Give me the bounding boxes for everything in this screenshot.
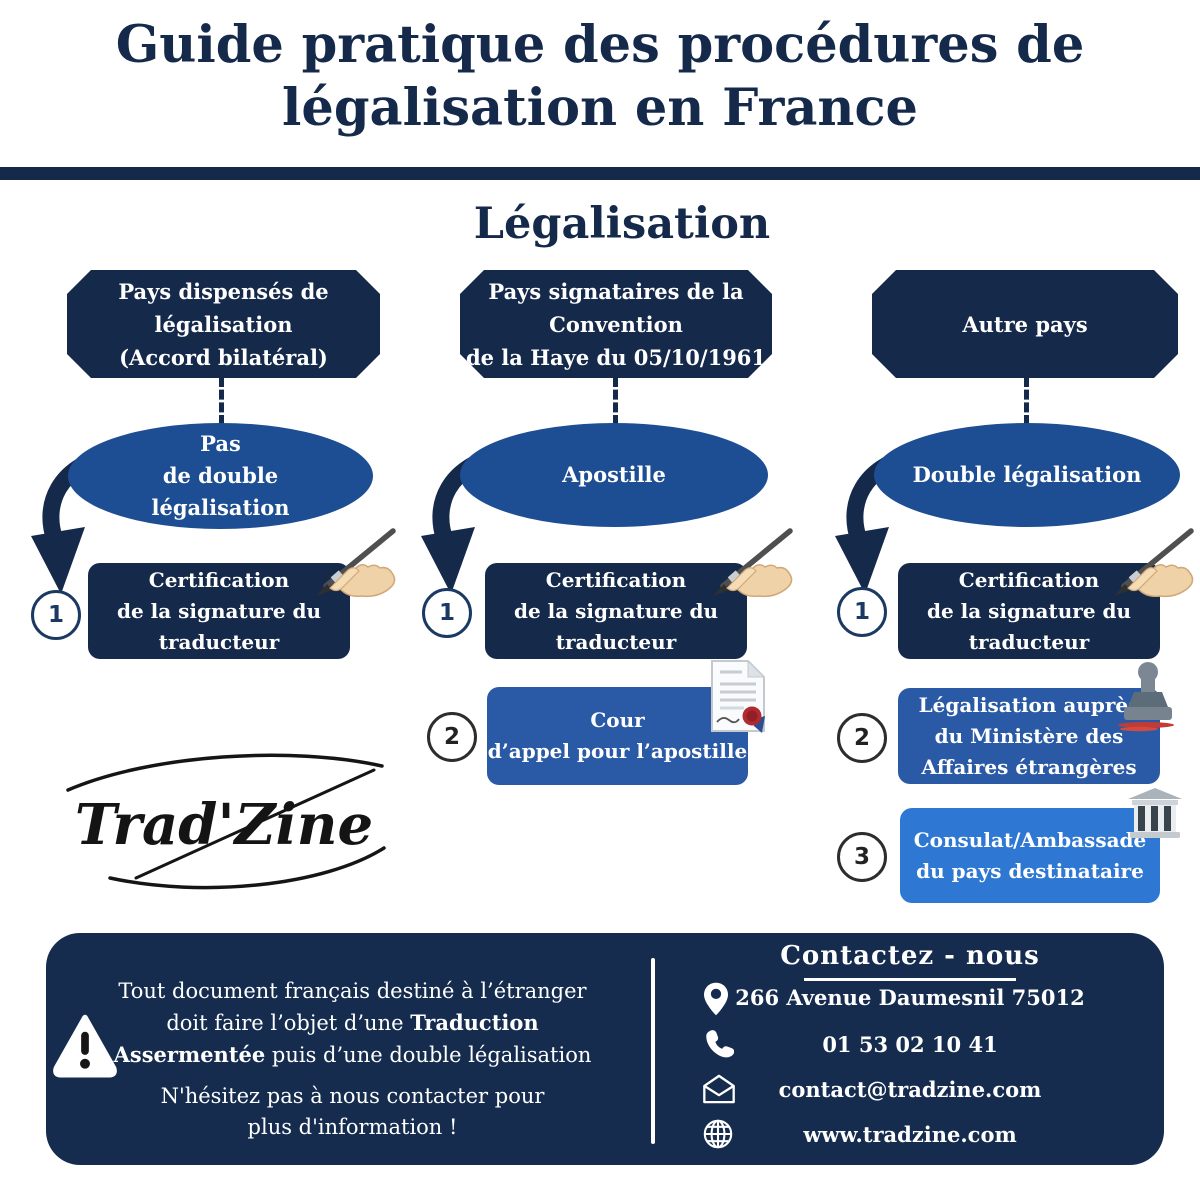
contact-row: www.tradzine.com	[660, 1118, 1160, 1152]
step-number: 1	[438, 600, 455, 626]
dashed-connector	[1024, 377, 1029, 425]
step-line: traducteur	[158, 629, 280, 654]
step-line: d’appel pour l’apostille	[487, 739, 748, 763]
flow-ellipse-pas-double-legalisation: Pas de double légalisation	[68, 423, 373, 529]
dashed-connector	[613, 377, 618, 425]
step-line: du pays destinataire	[916, 858, 1144, 883]
notice-line: Tout document français destiné à l’étran…	[118, 979, 587, 1003]
notice-line: plus d'information !	[247, 1115, 458, 1139]
contact-text-email: contact@tradzine.com	[778, 1077, 1042, 1102]
ellipse-line: de double	[162, 463, 279, 488]
step-number: 2	[853, 725, 870, 751]
step-number-badge: 2	[427, 712, 477, 762]
warning-triangle-icon	[53, 1014, 117, 1078]
step-line: Légalisation auprès	[918, 692, 1140, 717]
top-box-line: Pays dispensés de	[118, 278, 329, 304]
step-line: Certification	[545, 567, 687, 592]
writing-hand-icon	[1114, 528, 1194, 598]
top-box-line: légalisation	[154, 311, 293, 337]
contact-text-website: www.tradzine.com	[803, 1122, 1017, 1147]
top-box-line: Convention	[549, 311, 683, 337]
step-line: Consulat/Ambassade	[913, 827, 1147, 852]
brand-signature: Trad'Zine	[66, 753, 386, 890]
top-box-pays-signataires: Pays signataires de la Convention de la …	[460, 270, 772, 378]
step-number: 2	[443, 724, 460, 750]
step-line: du Ministère des	[934, 723, 1124, 748]
location-pin-icon	[704, 982, 728, 1016]
step-line: traducteur	[555, 629, 677, 654]
top-box-line: (Accord bilatéral)	[119, 344, 328, 370]
step-number: 1	[47, 602, 64, 628]
top-box-autre-pays: Autre pays	[872, 270, 1178, 378]
contact-text-phone: 01 53 02 10 41	[822, 1032, 998, 1057]
building-icon	[1128, 788, 1182, 838]
step-line: de la signature du	[926, 598, 1132, 623]
contact-row: 266 Avenue Daumesnil 75012	[660, 981, 1160, 1016]
step-line: Certification	[958, 567, 1100, 592]
step-number-badge: 1	[837, 587, 887, 637]
top-box-line: Pays signataires de la	[488, 278, 744, 304]
step-box-consulat: Consulat/Ambassade du pays destinataire	[900, 808, 1160, 903]
ellipse-line: Double légalisation	[912, 462, 1142, 487]
page-title: Guide pratique des procédures de légalis…	[0, 14, 1200, 140]
top-box-line: de la Haye du 05/10/1961	[465, 344, 767, 370]
globe-icon	[703, 1119, 733, 1149]
ellipse-line: Apostille	[562, 462, 666, 487]
step-line: Cour	[590, 708, 645, 732]
step-number-badge: 3	[837, 832, 887, 882]
header-divider	[0, 167, 1200, 180]
ellipse-line: Pas	[200, 431, 241, 456]
page-title-line1: Guide pratique des procédures de	[115, 15, 1085, 75]
certificate-icon	[711, 659, 766, 733]
step-box-ministere: Légalisation auprès du Ministère des Aff…	[898, 688, 1160, 784]
footer-card	[46, 933, 1164, 1165]
writing-hand-icon	[713, 528, 793, 598]
section-title: Légalisation	[473, 199, 771, 249]
brand-name: Trad'Zine	[75, 792, 373, 858]
flow-ellipse-double-legalisation: Double légalisation	[874, 423, 1180, 527]
step-number: 1	[853, 599, 870, 625]
stamp-icon	[1118, 662, 1174, 732]
contact-heading: Contactez - nous	[780, 941, 1040, 971]
top-box-line: Autre pays	[962, 311, 1088, 337]
step-box-cour-appel: Cour d’appel pour l’apostille	[487, 687, 748, 785]
flow-ellipse-apostille: Apostille	[460, 423, 768, 527]
footer-divider	[651, 958, 655, 1144]
contact-text-address: 266 Avenue Daumesnil 75012	[735, 985, 1085, 1010]
step-line: de la signature du	[513, 598, 719, 623]
step-box-certification: Certification de la signature du traduct…	[898, 563, 1160, 659]
contact-row: 01 53 02 10 41	[660, 1028, 1160, 1062]
notice-line: doit faire l’objet d’une Traduction	[166, 1010, 539, 1035]
dashed-connector	[219, 377, 224, 425]
step-number-badge: 1	[31, 590, 81, 640]
step-line: Affaires étrangères	[921, 754, 1137, 779]
notice-line: Assermentée puis d’une double légalisati…	[113, 1042, 592, 1067]
step-line: traducteur	[968, 629, 1090, 654]
phone-icon	[706, 1030, 734, 1058]
step-line: Certification	[148, 567, 290, 592]
email-icon	[703, 1074, 735, 1104]
ellipse-line: légalisation	[151, 495, 290, 520]
page-title-line2: légalisation en France	[282, 78, 918, 138]
step-box-certification: Certification de la signature du traduct…	[88, 563, 350, 659]
contact-heading-underline	[804, 978, 1016, 981]
step-number-badge: 1	[422, 588, 472, 638]
contact-row: contact@tradzine.com	[660, 1073, 1160, 1107]
notice-line: N'hésitez pas à nous contacter pour	[160, 1084, 545, 1108]
step-line: de la signature du	[116, 598, 322, 623]
notice-text: Tout document français destiné à l’étran…	[105, 976, 600, 1143]
writing-hand-icon	[316, 528, 396, 598]
top-box-pays-dispenses: Pays dispensés de légalisation (Accord b…	[67, 270, 380, 378]
step-box-certification: Certification de la signature du traduct…	[485, 563, 747, 659]
step-number-badge: 2	[837, 713, 887, 763]
contact-block: Contactez - nous	[660, 941, 1160, 981]
step-number: 3	[853, 844, 870, 870]
